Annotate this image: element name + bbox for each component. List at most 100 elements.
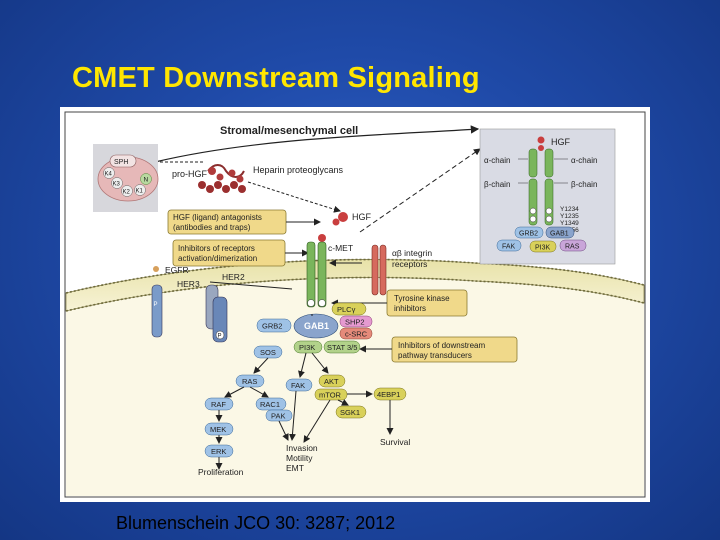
node-fak: FAK bbox=[285, 378, 313, 392]
outcome-motility: Motility bbox=[286, 453, 313, 463]
svg-text:P: P bbox=[218, 334, 222, 340]
svg-text:P: P bbox=[154, 302, 158, 308]
pathway-arrows bbox=[215, 314, 394, 470]
node-sgk1: SGK1 bbox=[335, 405, 367, 419]
svg-text:Y1235: Y1235 bbox=[560, 213, 579, 220]
outcome-emt: EMT bbox=[286, 463, 304, 473]
hgf-domain-k4: K4 bbox=[105, 172, 113, 178]
hgf-domain-sph: SPH bbox=[114, 159, 128, 166]
svg-text:inhibitors: inhibitors bbox=[394, 304, 426, 313]
hgf-domain-n: N bbox=[144, 177, 149, 184]
heparin-proteoglycans bbox=[198, 181, 246, 193]
egfr-ligand bbox=[153, 266, 159, 272]
downstream-inhibitors-box: Inhibitors of downstream pathway transdu… bbox=[391, 336, 518, 363]
svg-text:β-chain: β-chain bbox=[571, 180, 597, 189]
citation: Blumenschein JCO 30: 3287; 2012 bbox=[116, 513, 396, 533]
slide-title: CMET Downstream Signaling bbox=[72, 62, 480, 94]
membrane-inner-leaflet bbox=[65, 276, 645, 312]
svg-text:SOS: SOS bbox=[260, 348, 276, 357]
svg-text:(antibodies and traps): (antibodies and traps) bbox=[173, 223, 251, 232]
svg-text:PLCγ: PLCγ bbox=[337, 305, 356, 314]
svg-text:activation/dimerization: activation/dimerization bbox=[178, 254, 257, 263]
node-akt: AKT bbox=[318, 374, 346, 388]
svg-text:Y1234: Y1234 bbox=[560, 206, 579, 213]
node-erk: ERK bbox=[204, 444, 234, 458]
hgf-release-arrow bbox=[247, 181, 341, 213]
svg-text:pathway transducers: pathway transducers bbox=[398, 351, 472, 360]
node-shp2: SHP2 bbox=[339, 315, 373, 328]
node-pi3k: PI3K bbox=[293, 340, 323, 354]
integrin-label-1: αβ integrin bbox=[392, 248, 432, 258]
cmet-receptor-left bbox=[306, 241, 316, 308]
node-pak: PAK bbox=[265, 409, 293, 422]
outcome-survival: Survival bbox=[380, 437, 410, 447]
svg-text:RAF: RAF bbox=[211, 400, 226, 409]
svg-text:AKT: AKT bbox=[324, 377, 339, 386]
integrin-receptor-a bbox=[371, 244, 379, 296]
hgf-label: HGF bbox=[352, 212, 372, 222]
figure-panel: Stromal/mesenchymal cell SPH K4 K3 N K2 … bbox=[60, 107, 650, 502]
her3-label: HER3 bbox=[177, 279, 200, 289]
cmet-inset-arrow bbox=[359, 148, 481, 233]
svg-text:ERK: ERK bbox=[211, 447, 226, 456]
svg-text:SHP2: SHP2 bbox=[345, 318, 365, 327]
svg-text:α-chain: α-chain bbox=[484, 156, 510, 165]
outcome-proliferation: Proliferation bbox=[198, 467, 244, 477]
cmet-structure-inset: HGF α-chain β-chain α-chain β-chain Y123… bbox=[479, 128, 616, 265]
svg-text:Tyrosine kinase: Tyrosine kinase bbox=[394, 294, 450, 303]
node-sos: SOS bbox=[253, 345, 283, 359]
heparin-label: Heparin proteoglycans bbox=[253, 165, 344, 175]
hgf-domain-k1: K1 bbox=[136, 189, 144, 195]
signaling-diagram: Stromal/mesenchymal cell SPH K4 K3 N K2 … bbox=[64, 111, 646, 498]
svg-text:FAK: FAK bbox=[502, 244, 516, 251]
membrane-outer-leaflet bbox=[65, 258, 645, 294]
node-grb2: GRB2 bbox=[256, 318, 292, 333]
her2-label: HER2 bbox=[222, 272, 245, 282]
svg-text:β-chain: β-chain bbox=[484, 180, 510, 189]
node-mek: MEK bbox=[204, 422, 234, 436]
svg-text:RAS: RAS bbox=[242, 377, 257, 386]
node-csrc: c-SRC bbox=[339, 327, 373, 340]
receptor-inhibitors-box: Inhibitors of receptors activation/dimer… bbox=[172, 239, 286, 267]
svg-text:4EBP1: 4EBP1 bbox=[377, 390, 400, 399]
node-plcg: PLCγ bbox=[331, 302, 367, 316]
hgf-domain-k3: K3 bbox=[113, 182, 121, 188]
hgf-domain-k2: K2 bbox=[123, 190, 131, 196]
her2-cmet-line bbox=[209, 281, 293, 290]
svg-text:HGF: HGF bbox=[551, 137, 571, 147]
node-4ebp1: 4EBP1 bbox=[373, 387, 407, 401]
node-raf: RAF bbox=[204, 397, 234, 411]
node-ras: RAS bbox=[235, 374, 265, 388]
cmet-receptor-right bbox=[317, 241, 327, 308]
integrin-receptor-b bbox=[379, 244, 387, 296]
svg-text:mTOR: mTOR bbox=[319, 391, 342, 400]
cmet-label: c-MET bbox=[328, 243, 353, 253]
outcome-invasion: Invasion bbox=[286, 443, 318, 453]
node-mtor: mTOR bbox=[314, 388, 348, 401]
integrin-label-2: receptors bbox=[392, 259, 427, 269]
her2-receptor bbox=[212, 296, 228, 343]
svg-text:GRB2: GRB2 bbox=[519, 231, 538, 238]
svg-text:GAB1: GAB1 bbox=[550, 231, 569, 238]
hgf-antagonists-box: HGF (ligand) antagonists (antibodies and… bbox=[167, 209, 287, 235]
node-stat: STAT 3/5 bbox=[323, 340, 361, 354]
svg-text:GAB1: GAB1 bbox=[304, 321, 329, 331]
svg-text:Inhibitors of receptors: Inhibitors of receptors bbox=[178, 244, 255, 253]
svg-text:RAS: RAS bbox=[565, 244, 580, 251]
svg-text:GRB2: GRB2 bbox=[262, 322, 282, 331]
svg-text:PI3K: PI3K bbox=[299, 343, 315, 352]
top-arrow bbox=[154, 125, 480, 163]
node-gab1: GAB1 bbox=[293, 313, 339, 339]
svg-text:FAK: FAK bbox=[291, 381, 305, 390]
svg-text:Inhibitors of downstream: Inhibitors of downstream bbox=[398, 341, 485, 350]
egfr-label: EGFR bbox=[165, 265, 189, 275]
svg-text:SGK1: SGK1 bbox=[340, 408, 360, 417]
svg-text:α-chain: α-chain bbox=[571, 156, 597, 165]
svg-text:HGF (ligand) antagonists: HGF (ligand) antagonists bbox=[173, 213, 262, 222]
tki-box: Tyrosine kinase inhibitors bbox=[386, 289, 468, 317]
svg-text:RAC1: RAC1 bbox=[260, 400, 280, 409]
pro-hgf-label: pro-HGF bbox=[172, 169, 208, 179]
hgf-ligand bbox=[338, 212, 348, 222]
node-rac1: RAC1 bbox=[255, 397, 287, 411]
egfr-receptor bbox=[151, 284, 163, 338]
